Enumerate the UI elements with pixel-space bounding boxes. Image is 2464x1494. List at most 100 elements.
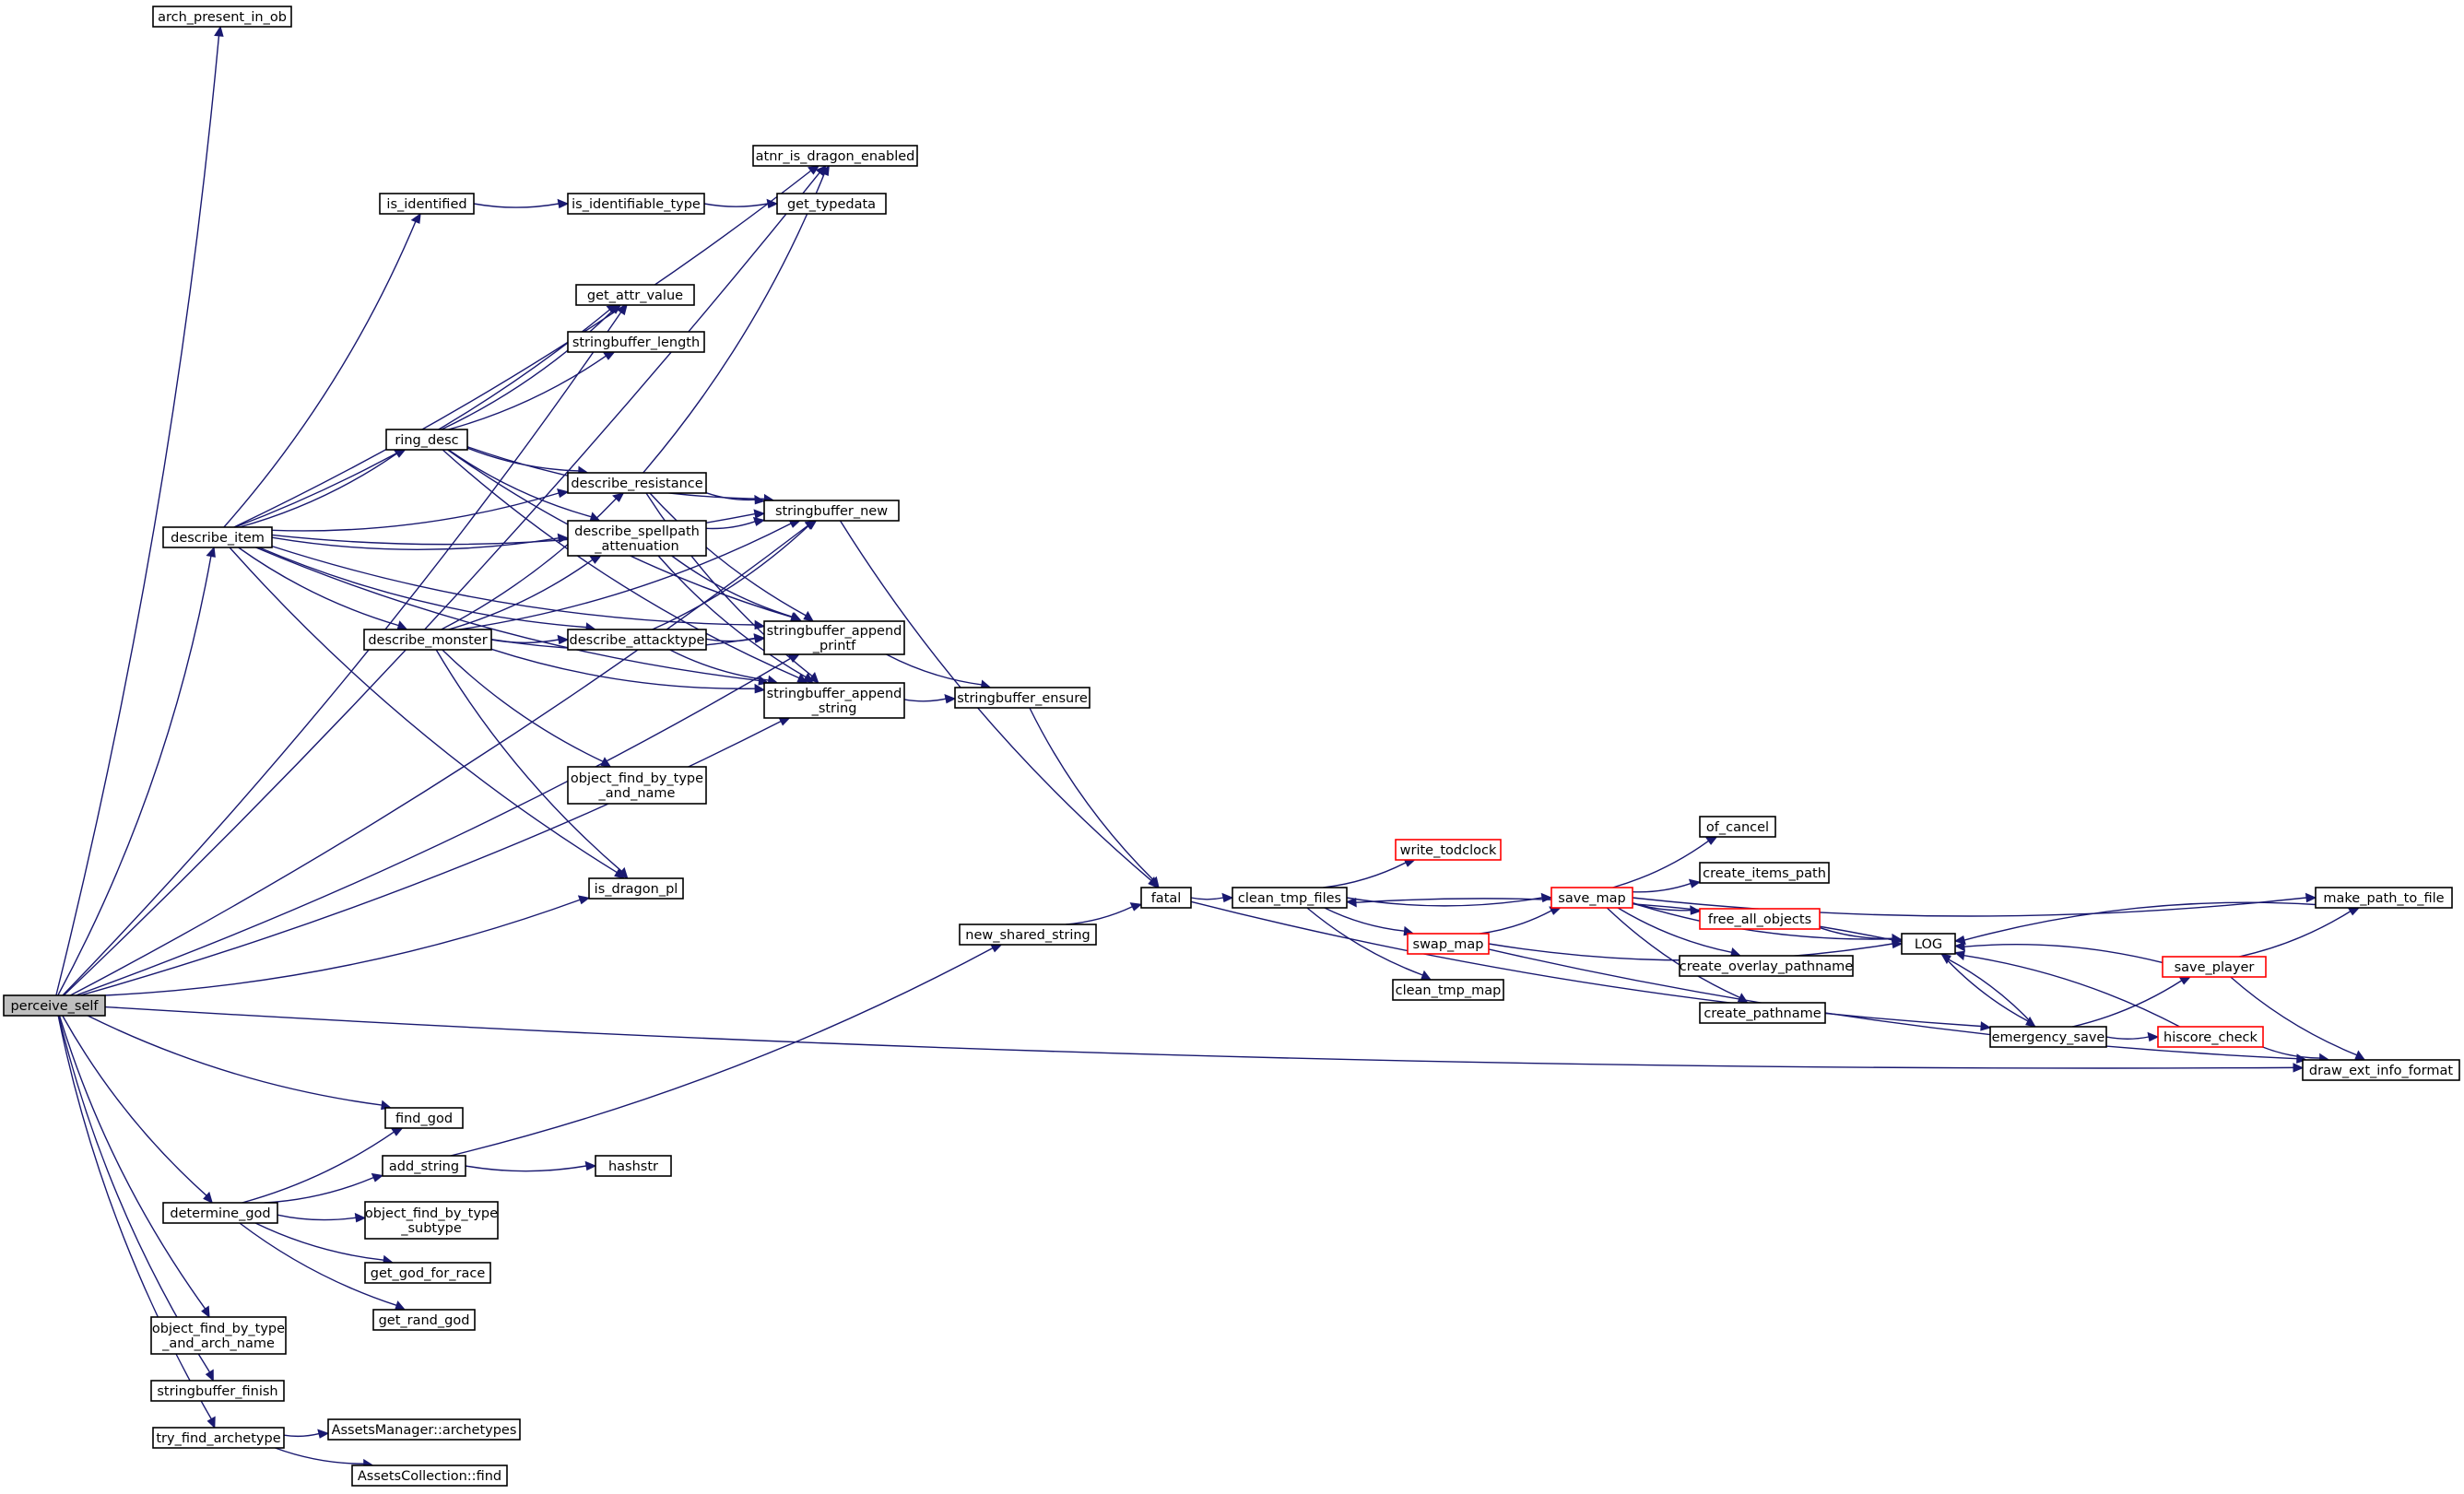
node-box <box>2302 1059 2460 1081</box>
node-box <box>1140 887 1192 909</box>
node-label: describe_item <box>171 531 265 546</box>
node-box <box>384 1107 464 1129</box>
node-get-rand-god[interactable]: get_rand_god <box>372 1309 476 1331</box>
node-LOG[interactable]: LOG <box>1901 933 1956 955</box>
node-save-player[interactable]: save_player <box>2162 956 2267 978</box>
call-edge-describe_monster-to-describe_resistance <box>441 492 625 630</box>
node-fatal[interactable]: fatal <box>1140 887 1192 909</box>
edge-line <box>466 447 579 472</box>
node-hiscore-check[interactable]: hiscore_check <box>2157 1026 2264 1048</box>
node-stringbuffer-length[interactable]: stringbuffer_length <box>567 331 705 353</box>
node-label: hiscore_check <box>2163 1030 2258 1045</box>
node-AssetsCollection-find[interactable]: AssetsCollection::find <box>351 1465 508 1487</box>
node-add-string[interactable]: add_string <box>382 1155 466 1177</box>
edge-arrowhead <box>753 509 766 519</box>
node-object-find-by-type-and-arch-name[interactable]: object_find_by_type_and_arch_name <box>150 1316 287 1355</box>
node-free-all-objects[interactable]: free_all_objects <box>1699 908 1821 930</box>
call-edge-is_identifiable_type-to-get_typedata <box>703 198 779 209</box>
node-box <box>1395 839 1502 861</box>
edge-line <box>1190 900 1982 1028</box>
node-atnr-is-dragon-enabled[interactable]: atnr_is_dragon_enabled <box>752 145 918 167</box>
node-describe-monster[interactable]: describe_monster <box>363 629 492 651</box>
node-label: _subtype <box>400 1221 462 1236</box>
node-box <box>364 1201 499 1240</box>
node-create-pathname[interactable]: create_pathname <box>1699 1002 1826 1024</box>
node-label: free_all_objects <box>1708 912 1811 927</box>
edge-line <box>242 1131 395 1204</box>
node-draw-ext-info-format[interactable]: draw_ext_info_format <box>2302 1059 2460 1081</box>
node-ring-desc[interactable]: ring_desc <box>385 429 468 451</box>
node-describe-attacktype[interactable]: describe_attacktype <box>567 629 707 651</box>
node-save-map[interactable]: save_map <box>1550 887 1633 909</box>
edge-arrowhead <box>395 1300 407 1311</box>
node-stringbuffer-new[interactable]: stringbuffer_new <box>763 500 900 522</box>
node-determine-god[interactable]: determine_god <box>162 1202 278 1224</box>
node-describe-resistance[interactable]: describe_resistance <box>567 472 707 494</box>
call-edge-emergency_save-to-save_player <box>2071 976 2192 1028</box>
edge-line <box>229 547 618 874</box>
node-box <box>364 1262 491 1284</box>
edge-line <box>223 221 417 528</box>
node-emergency-save[interactable]: emergency_save <box>1989 1026 2107 1048</box>
node-label: describe_attacktype <box>570 633 705 648</box>
edge-arrowhead <box>600 757 612 768</box>
node-create-items-path[interactable]: create_items_path <box>1699 862 1830 884</box>
node-of-cancel[interactable]: of_cancel <box>1699 816 1776 838</box>
edge-line <box>55 35 220 996</box>
edge-line <box>1940 953 2029 1022</box>
node-find-god[interactable]: find_god <box>384 1107 464 1129</box>
edge-arrowhead <box>1129 902 1143 912</box>
call-edge-describe_resistance-to-atnr_is_dragon_enabled <box>643 164 830 474</box>
edge-line <box>442 649 604 762</box>
edge-arrowhead <box>2305 892 2317 903</box>
node-box <box>959 923 1097 946</box>
node-clean-tmp-files[interactable]: clean_tmp_files <box>1232 887 1348 909</box>
edge-arrowhead <box>214 25 224 37</box>
node-is-identified[interactable]: is_identified <box>379 193 475 215</box>
call-edge-ring_desc-to-get_attr_value <box>441 304 622 430</box>
node-object-find-by-type-subtype[interactable]: object_find_by_type_subtype <box>364 1201 499 1240</box>
node-try-find-archetype[interactable]: try_find_archetype <box>152 1427 285 1449</box>
node-get-god-for-race[interactable]: get_god_for_race <box>364 1262 491 1284</box>
edge-line <box>1190 897 1224 900</box>
node-AssetsManager-archetypes[interactable]: AssetsManager::archetypes <box>327 1418 521 1441</box>
edge-line <box>58 1015 206 1310</box>
node-perceive-self[interactable]: perceive_self <box>3 994 106 1017</box>
edge-line <box>2071 980 2183 1028</box>
node-make-path-to-file[interactable]: make_path_to_file <box>2315 887 2453 909</box>
node-is-dragon-pl[interactable]: is_dragon_pl <box>588 877 684 900</box>
node-stringbuffer-ensure[interactable]: stringbuffer_ensure <box>954 687 1091 709</box>
node-describe-item[interactable]: describe_item <box>162 526 273 548</box>
node-label: _attenuation <box>594 539 678 554</box>
edge-line <box>1948 959 2036 1028</box>
call-edge-describe_attacktype-to-stringbuffer_append_string <box>669 649 779 686</box>
call-edge-describe_spellpath_attenuation-to-stringbuffer_new <box>705 516 766 530</box>
node-label: add_string <box>389 1159 459 1174</box>
node-stringbuffer-finish[interactable]: stringbuffer_finish <box>150 1380 285 1402</box>
node-hashstr[interactable]: hashstr <box>595 1155 672 1177</box>
node-clean-tmp-map[interactable]: clean_tmp_map <box>1392 979 1504 1001</box>
node-write-todclock[interactable]: write_todclock <box>1395 839 1502 861</box>
node-label: _and_arch_name <box>161 1336 275 1351</box>
node-arch-present-in-ob[interactable]: arch_present_in_ob <box>152 6 292 28</box>
node-get-attr-value[interactable]: get_attr_value <box>575 284 695 306</box>
node-swap-map[interactable]: swap_map <box>1407 933 1490 955</box>
node-label: arch_present_in_ob <box>158 10 287 25</box>
node-object-find-by-type-and-name[interactable]: object_find_by_type_and_name <box>567 766 707 805</box>
node-create-overlay-pathname[interactable]: create_overlay_pathname <box>1679 955 1854 977</box>
node-stringbuffer-append-string[interactable]: stringbuffer_append_string <box>763 682 905 719</box>
node-box <box>1989 1026 2107 1048</box>
edge-arrowhead <box>1953 941 1965 952</box>
node-describe-spellpath-attenuation[interactable]: describe_spellpath_attenuation <box>567 520 707 557</box>
node-stringbuffer-append-printf[interactable]: stringbuffer_append_printf <box>763 620 905 655</box>
node-box <box>327 1418 521 1441</box>
edge-arrowhead <box>1704 836 1718 845</box>
edge-arrowhead <box>410 212 421 224</box>
node-get-typedata[interactable]: get_typedata <box>776 193 887 215</box>
node-new-shared-string[interactable]: new_shared_string <box>959 923 1097 946</box>
edge-arrowhead <box>589 555 602 564</box>
node-is-identifiable-type[interactable]: is_identifiable_type <box>567 193 705 215</box>
call-edge-is_identified-to-is_identifiable_type <box>473 198 570 209</box>
call-edge-add_string-to-new_shared_string <box>450 944 1003 1157</box>
